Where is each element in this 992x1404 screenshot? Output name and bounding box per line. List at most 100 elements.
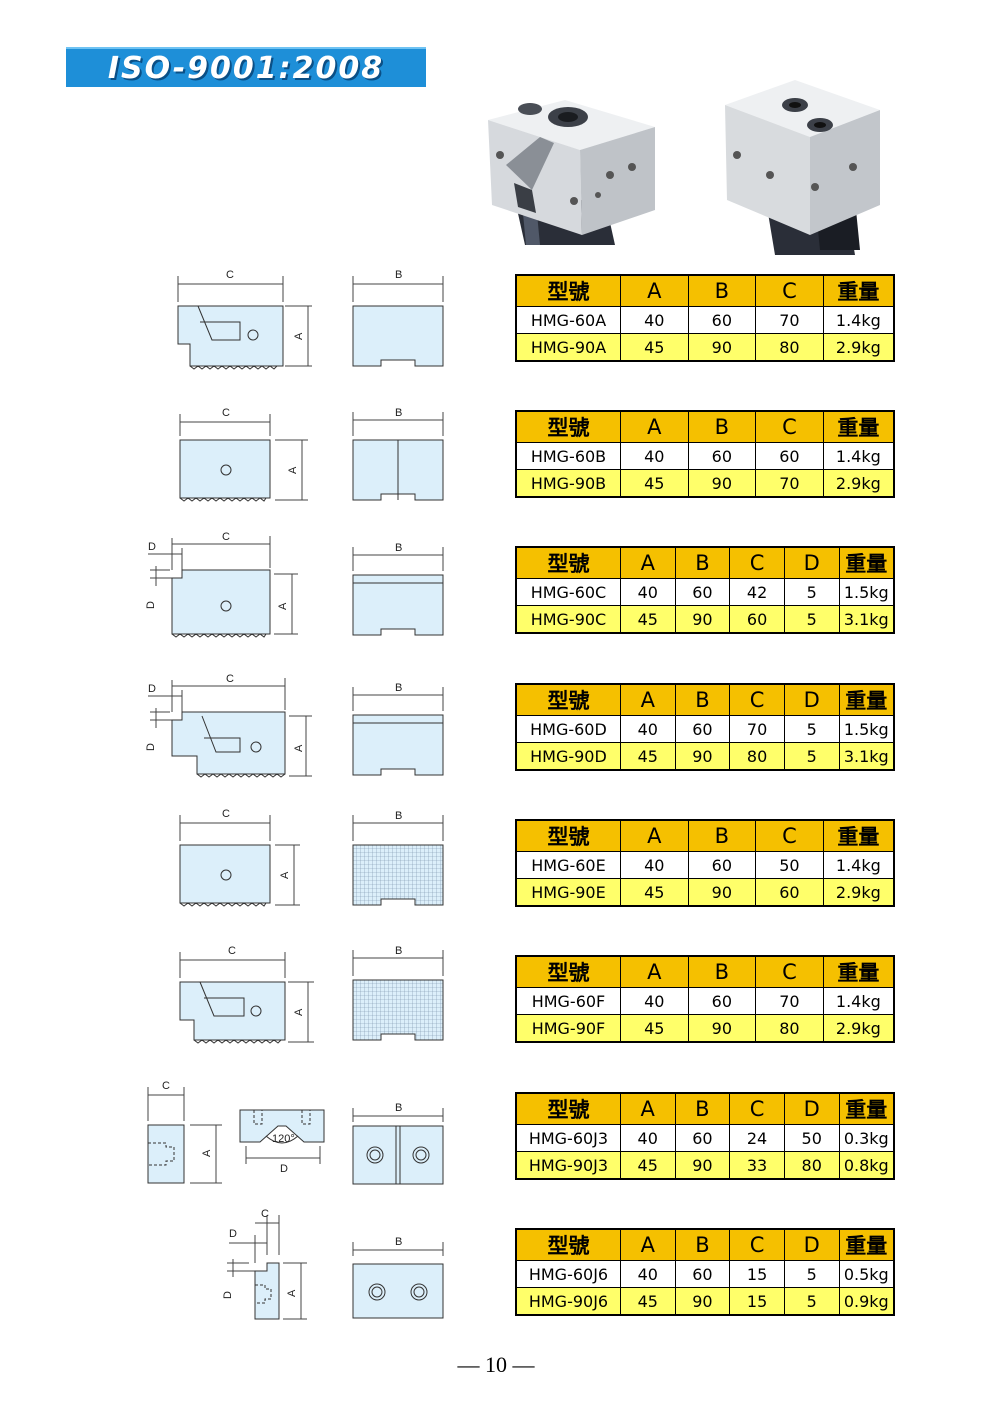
table-row: HMG-60J3 40 60 24 50 0.3kg [515,1124,895,1152]
cell-model: HMG-60J3 [515,1124,621,1152]
cell-model: HMG-90D [515,742,621,771]
dim-c-label: C [162,1080,170,1092]
col-model: 型號 [515,410,621,443]
spec-table-hmg-f: 型號 A B C 重量 HMG-60F 40 60 70 1.4kg HMG-9… [515,955,895,1043]
col-weight: 重量 [838,546,895,579]
table-row: HMG-90C 45 90 60 5 3.1kg [515,605,895,634]
drawing-e-front: B [352,810,444,906]
col-model: 型號 [515,1092,621,1125]
dim-d-label: D [148,541,156,553]
dim-a-label: A [287,466,299,474]
dim-c-label: C [222,407,230,419]
cell-b: 90 [674,1287,731,1316]
col-model: 型號 [515,683,621,716]
col-weight: 重量 [838,683,895,716]
cell-b: 60 [674,578,731,606]
dim-b-label: B [395,682,402,694]
dim-a-label: A [293,332,305,340]
cell-a: 45 [619,878,689,907]
dim-c-label: C [261,1208,269,1220]
col-a: A [619,955,689,988]
cell-b: 60 [687,987,757,1015]
table-row: HMG-90D 45 90 80 5 3.1kg [515,742,895,771]
col-c: C [755,410,824,443]
cell-weight: 1.4kg [822,442,895,470]
cell-a: 40 [619,578,676,606]
table-row: HMG-90J6 45 90 15 5 0.9kg [515,1287,895,1316]
dim-a-label: A [279,871,291,879]
cell-model: HMG-90E [515,878,621,907]
cell-weight: 3.1kg [838,605,895,634]
cell-c: 15 [729,1260,785,1288]
drawing-j3-top: 120° D [239,1109,325,1175]
cell-c: 70 [755,987,824,1015]
cell-c: 80 [755,333,824,362]
cell-weight: 3.1kg [838,742,895,771]
cell-weight: 2.9kg [822,469,895,498]
table-row: HMG-90B 45 90 70 2.9kg [515,469,895,498]
iso-banner: ISO-9001:2008 [66,47,426,87]
product-photo-v-jaw [488,100,655,245]
dim-b-label: B [395,269,402,281]
cell-a: 40 [619,1124,676,1152]
spec-table-hmg-a: 型號 A B C 重量 HMG-60A 40 60 70 1.4kg HMG-9… [515,274,895,362]
cell-model: HMG-90J3 [515,1151,621,1180]
col-d: D [783,1092,840,1125]
col-b: B [674,683,731,716]
drawing-f-side: C A [179,945,314,1044]
drawing-d-front: B [352,682,444,776]
table-header-row: 型號 A B C 重量 [515,410,895,443]
drawing-j6-side: C D D A [222,1208,307,1320]
cell-c: 60 [755,878,824,907]
col-a: A [619,274,689,307]
cell-c: 60 [755,442,824,470]
cell-b: 90 [687,878,757,907]
cell-weight: 2.9kg [822,333,895,362]
cell-weight: 1.5kg [838,715,895,743]
cell-b: 60 [674,1260,731,1288]
cell-weight: 0.8kg [838,1151,895,1180]
dim-d-label: D [280,1163,288,1175]
drawing-b-front: B [352,407,444,501]
cell-model: HMG-60J6 [515,1260,621,1288]
col-a: A [619,1092,676,1125]
col-weight: 重量 [822,274,895,307]
cell-b: 60 [687,851,757,879]
cell-weight: 2.9kg [822,1014,895,1043]
table-header-row: 型號 A B C D 重量 [515,546,895,579]
col-a: A [619,819,689,852]
spec-table-hmg-j6: 型號 A B C D 重量 HMG-60J6 40 60 15 5 0.5kg … [515,1228,895,1316]
drawing-d-side: C D D A [145,673,312,778]
table-row: HMG-60J6 40 60 15 5 0.5kg [515,1260,895,1288]
cell-a: 45 [619,1151,676,1180]
table-row: HMG-60A 40 60 70 1.4kg [515,306,895,334]
cell-a: 40 [619,306,689,334]
dim-a-label: A [201,1149,213,1157]
cell-c: 80 [729,742,785,771]
drawing-a-side: C A [177,269,312,370]
col-b: B [687,955,757,988]
cell-weight: 1.4kg [822,851,895,879]
cell-b: 90 [687,469,757,498]
cell-b: 90 [674,742,731,771]
col-b: B [687,819,757,852]
drawing-j6-front: B [352,1236,444,1319]
angle-label: 120° [272,1133,295,1145]
iso-banner-text: ISO-9001:2008 [107,50,385,86]
cell-b: 90 [674,1151,731,1180]
dim-d-label: D [229,1228,237,1240]
col-a: A [619,1228,676,1261]
dim-b-label: B [395,810,402,822]
spec-table-hmg-j3: 型號 A B C D 重量 HMG-60J3 40 60 24 50 0.3kg… [515,1092,895,1180]
cell-a: 45 [619,333,689,362]
col-c: C [729,683,785,716]
cell-c: 70 [755,306,824,334]
dim-b-label: B [395,407,402,419]
col-weight: 重量 [838,1228,895,1261]
drawing-j3-front: B [352,1102,444,1185]
col-d: D [783,546,840,579]
col-c: C [729,1228,785,1261]
table-header-row: 型號 A B C 重量 [515,274,895,307]
dim-c-label: C [226,673,234,685]
cell-c: 80 [755,1014,824,1043]
